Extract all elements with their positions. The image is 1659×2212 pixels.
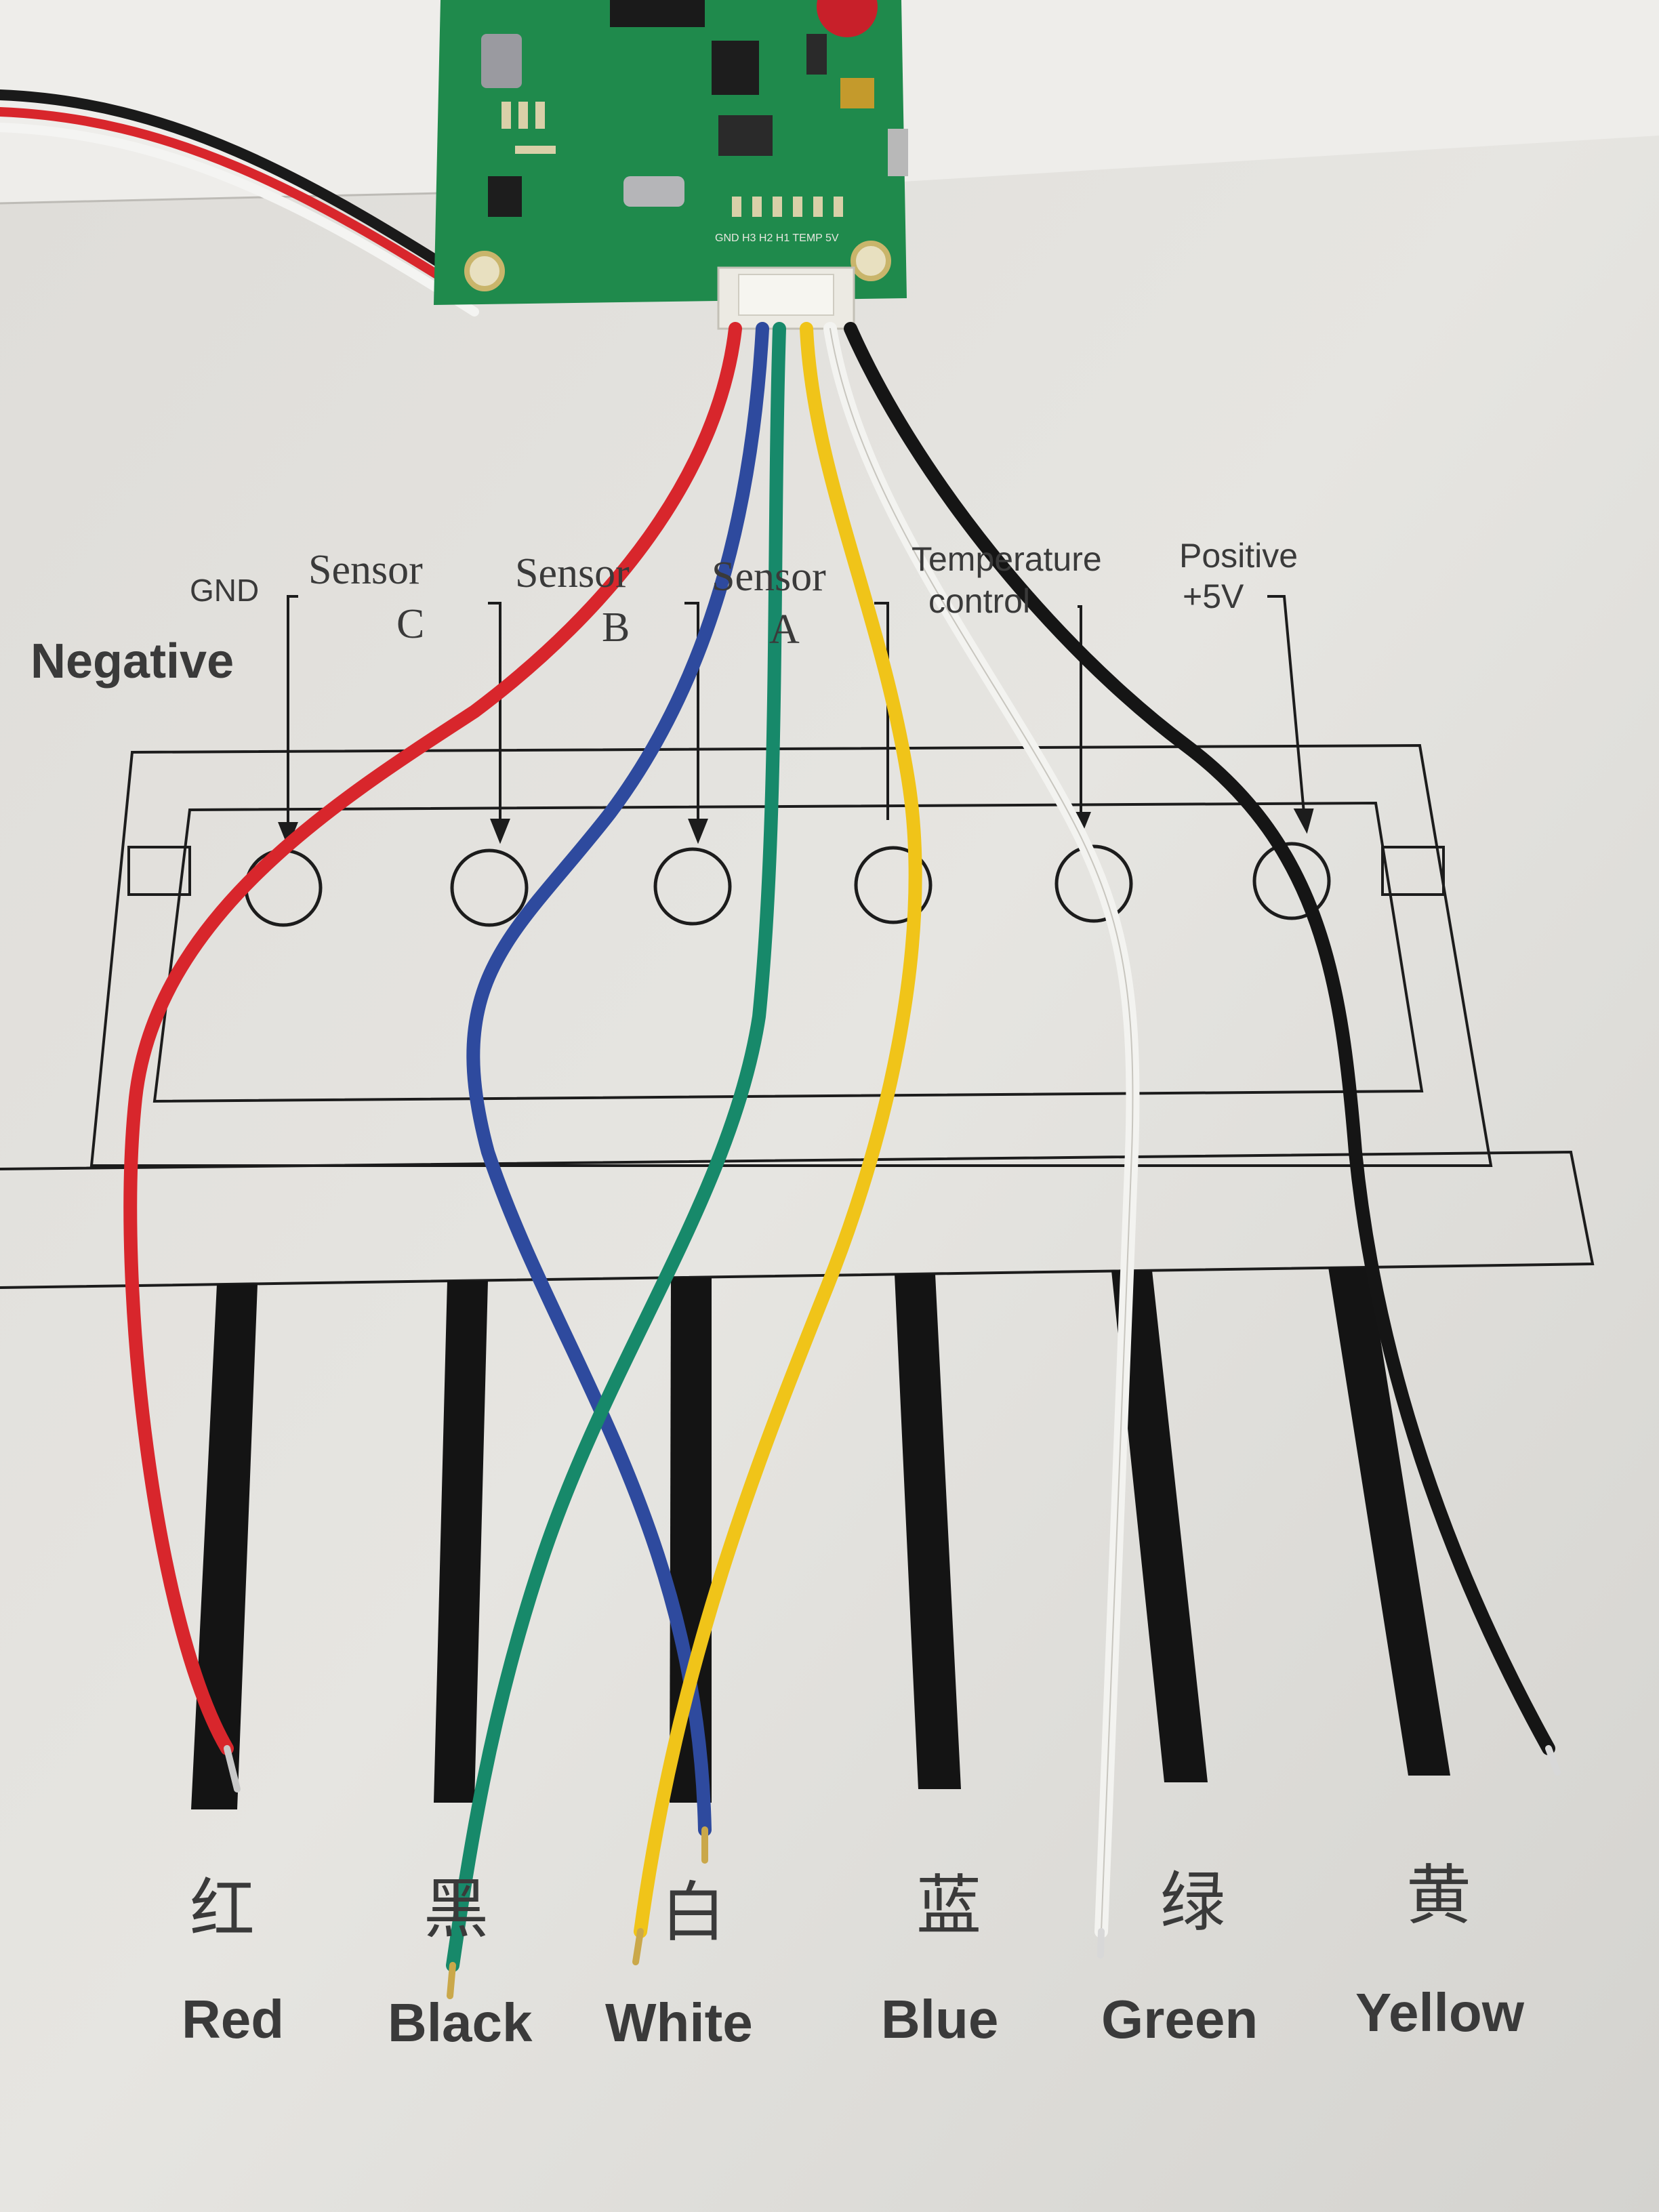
gnd-label: GND <box>190 573 260 608</box>
sensor-b-letter: B <box>602 605 630 651</box>
wire-green <box>446 322 786 1972</box>
pin-label-cn-yellow: 黄 <box>1406 1860 1471 1932</box>
usb-port <box>888 129 908 176</box>
connector-base <box>0 1150 1595 1289</box>
pin-blue <box>895 1274 961 1789</box>
printed-pins <box>191 1267 1450 1809</box>
pin-label-en-green: Green <box>1101 1989 1258 2049</box>
wire-red <box>123 322 742 1755</box>
connector-hole <box>1252 842 1331 920</box>
pin-red <box>191 1284 258 1809</box>
pin-label-cn-green: 绿 <box>1160 1866 1225 1939</box>
sensor-a-letter: A <box>769 607 800 653</box>
wire-white-edge <box>830 328 1134 1932</box>
wire-black <box>844 322 1555 1755</box>
wires <box>123 322 1555 1972</box>
sensor-a-label: Sensor <box>712 554 826 600</box>
capacitor <box>817 0 878 37</box>
sensor-b-label: Sensor <box>515 550 630 596</box>
crystal <box>481 34 522 88</box>
ribbon-cable <box>0 89 480 316</box>
pin-label-en-blue: Blue <box>881 1989 999 2049</box>
connector-tab-right <box>1381 846 1445 896</box>
connector-hole <box>450 848 529 927</box>
sensor-c-letter: C <box>396 601 425 647</box>
pin-label-en-black: Black <box>388 1992 533 2053</box>
positive-label: Positive <box>1179 537 1298 575</box>
pin-label-cn-red: 红 <box>190 1873 255 1946</box>
temperature-label: Temperature <box>912 540 1102 578</box>
pin-white <box>670 1277 712 1803</box>
pin-label-cn-blue: 蓝 <box>916 1870 981 1942</box>
sensor-c-label: Sensor <box>308 547 423 593</box>
negative-label: Negative <box>30 634 234 689</box>
chip <box>806 34 827 75</box>
mounting-hole <box>851 241 891 281</box>
controller-pcb: GND H3 H2 H1 TEMP 5V <box>434 0 908 305</box>
control-label: control <box>928 582 1031 620</box>
chip <box>718 115 773 156</box>
chip <box>712 41 759 95</box>
connector-outer-outline <box>89 743 1493 1167</box>
inductor <box>610 0 705 27</box>
connector-hole <box>854 846 933 924</box>
pin-yellow <box>1328 1267 1450 1776</box>
mounting-hole <box>464 251 505 291</box>
wire-tips <box>224 1745 1561 1999</box>
pin-label-cn-black: 黑 <box>424 1873 489 1946</box>
wire-blue <box>466 322 769 1837</box>
pin-label-en-white: White <box>605 1992 753 2053</box>
pin-label-cn-white: 白 <box>661 1877 726 1949</box>
connector-tab-left <box>127 846 191 896</box>
pin-label-en-yellow: Yellow <box>1355 1982 1524 2043</box>
pin-black <box>434 1281 488 1803</box>
crystal <box>623 176 684 207</box>
board-silkscreen: GND H3 H2 H1 TEMP 5V <box>715 232 839 244</box>
leader-lines <box>278 595 1314 848</box>
wire-yellow <box>634 322 922 1938</box>
jst-connector <box>717 266 855 330</box>
chip <box>488 176 522 217</box>
plus5v-label: +5V <box>1183 577 1244 615</box>
pin-label-en-red: Red <box>182 1989 285 2049</box>
connector-hole <box>653 847 732 926</box>
pin-green <box>1111 1271 1208 1782</box>
capacitor <box>840 78 874 108</box>
connector-hole <box>1054 844 1133 923</box>
connector-holes <box>244 842 1331 927</box>
